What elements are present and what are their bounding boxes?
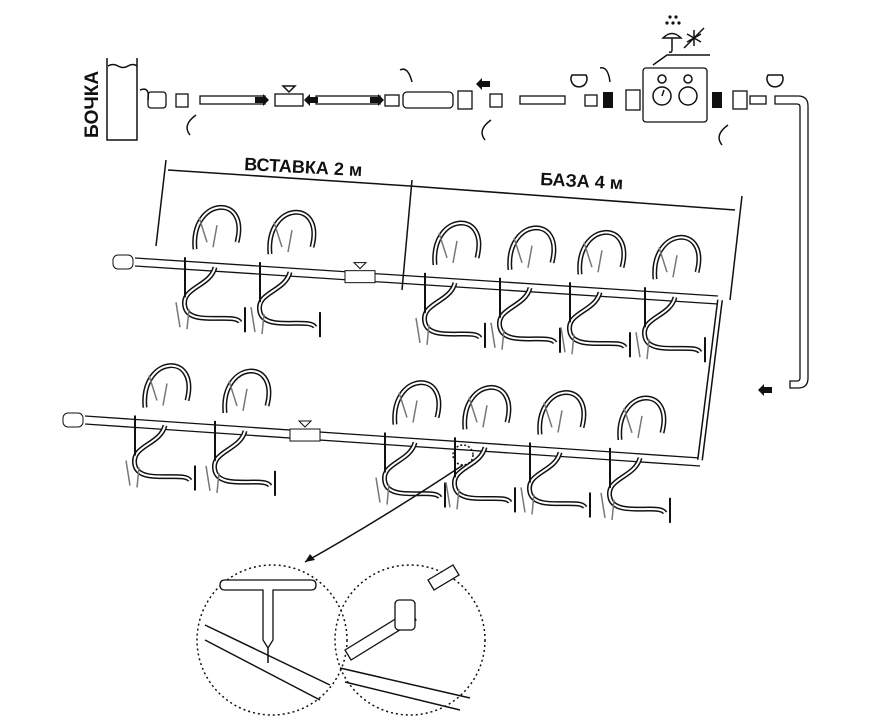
valve-icon	[344, 270, 376, 284]
dripper	[250, 209, 321, 338]
dripper	[520, 390, 591, 518]
dimension-lines: ВСТАВКА 2 м БАЗА 4 м	[155, 154, 743, 301]
dripper-rows	[62, 204, 723, 523]
rotate-arrow-icon	[139, 67, 729, 146]
umbrella-icon	[661, 32, 683, 53]
grass-icon	[490, 237, 533, 350]
grass-icon	[600, 407, 643, 520]
dripper	[375, 380, 446, 508]
valve-icon	[289, 428, 321, 442]
grass-icon	[175, 216, 218, 330]
dripper	[490, 225, 561, 353]
snowflake-crossed-icon	[683, 27, 705, 49]
dripper-row	[62, 363, 701, 523]
grass-icon	[520, 402, 563, 515]
barrel: БОЧКА	[82, 58, 138, 141]
grass-icon	[125, 375, 168, 488]
barrel-label: БОЧКА	[82, 71, 103, 138]
dripper	[635, 234, 706, 363]
base-label: БАЗА 4 м	[540, 169, 624, 193]
grass-icon	[635, 246, 678, 360]
grass-icon	[560, 242, 603, 355]
valve-handle-icon	[281, 85, 297, 94]
rain-icon	[665, 15, 681, 25]
flow-arrow-icon	[255, 78, 772, 396]
dripper	[600, 395, 671, 523]
filter	[402, 91, 454, 109]
tee-connector-icon	[394, 599, 416, 631]
dripper-row	[112, 204, 719, 363]
detail-view	[196, 444, 486, 716]
end-cap	[112, 254, 134, 270]
grass-icon	[250, 221, 293, 335]
grass-icon	[375, 392, 418, 505]
dripper	[125, 363, 196, 491]
grass-icon	[205, 380, 248, 494]
clamp-icon	[570, 74, 784, 88]
stake-icon	[219, 579, 317, 650]
end-cap	[62, 412, 84, 428]
timer-icon	[642, 67, 708, 123]
supply-line	[139, 15, 809, 396]
grass-icon	[415, 232, 458, 345]
dripper	[415, 220, 486, 348]
dripper	[205, 368, 276, 496]
dripper	[560, 229, 631, 358]
grass-icon	[445, 397, 488, 510]
dripper	[175, 204, 246, 333]
